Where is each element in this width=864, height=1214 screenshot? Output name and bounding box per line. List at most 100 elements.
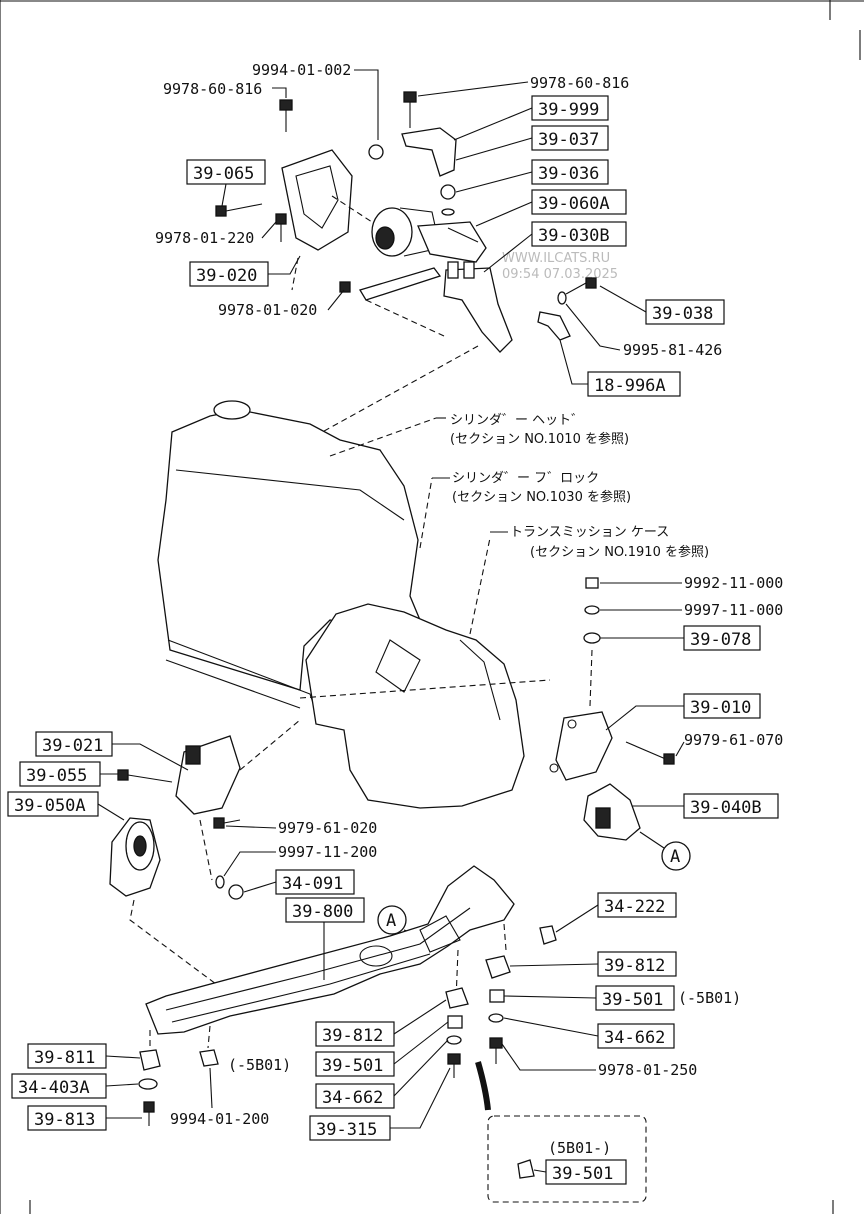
label-9997-11-000[interactable]: 9997-11-000 xyxy=(684,601,783,619)
svg-text:34-662: 34-662 xyxy=(604,1028,665,1048)
svg-text:39-050A: 39-050A xyxy=(14,796,86,816)
svg-text:39-040B: 39-040B xyxy=(690,798,762,818)
label-9995-81-426[interactable]: 9995-81-426 xyxy=(623,341,722,359)
label-9979-61-070[interactable]: 9979-61-070 xyxy=(684,731,783,749)
callout-34-222[interactable]: 34-222 xyxy=(555,892,677,933)
callout-39-065[interactable]: 39-065 xyxy=(186,159,266,207)
bolt-39-315 xyxy=(447,1053,461,1065)
callout-39-315[interactable]: 39-315 xyxy=(309,1067,451,1141)
svg-text:34-662: 34-662 xyxy=(322,1088,383,1108)
note-5B01-left: (-5B01) xyxy=(228,1056,291,1074)
reference-A-left: A xyxy=(386,911,396,931)
callout-39-812-left[interactable]: 39-812 xyxy=(315,999,447,1047)
callout-39-037[interactable]: 39-037 xyxy=(455,125,609,161)
inset-box xyxy=(487,1115,647,1203)
bushing-39-501-inset xyxy=(517,1159,535,1179)
callout-39-060A[interactable]: 39-060A xyxy=(475,189,627,227)
callout-34-403A[interactable]: 34-403A xyxy=(11,1073,139,1099)
callout-39-050A[interactable]: 39-050A xyxy=(7,791,125,821)
transmission-case xyxy=(305,603,525,809)
bolt-39-055 xyxy=(117,769,129,781)
callout-39-501-right[interactable]: 39-501 xyxy=(503,985,675,1011)
nut-9994-01-002 xyxy=(368,144,384,160)
bracket-39-999 xyxy=(401,127,457,177)
callout-39-812-right[interactable]: 39-812 xyxy=(509,951,677,977)
callout-39-038[interactable]: 39-038 xyxy=(599,285,725,325)
svg-text:39-811: 39-811 xyxy=(34,1048,95,1068)
label-9992-11-000[interactable]: 9992-11-000 xyxy=(684,574,783,592)
bolt-39-813 xyxy=(143,1101,155,1113)
bolt-9979-61-020 xyxy=(213,817,225,829)
svg-text:39-078: 39-078 xyxy=(690,630,751,650)
label-9978-60-816-right[interactable]: 9978-60-816 xyxy=(530,74,629,92)
washer-34-403A xyxy=(138,1078,158,1090)
callout-39-078[interactable]: 39-078 xyxy=(600,625,761,651)
bushing-39-812-right xyxy=(485,955,511,979)
label-9997-11-200[interactable]: 9997-11-200 xyxy=(278,843,377,861)
mount-39-040B xyxy=(583,783,641,841)
callout-34-662-left[interactable]: 34-662 xyxy=(315,1039,449,1109)
oil-filler-cap xyxy=(213,400,251,420)
washer-9995-81-426 xyxy=(557,291,567,305)
callout-18-996A[interactable]: 18-996A xyxy=(559,339,681,397)
svg-text:39-812: 39-812 xyxy=(604,956,665,976)
note-transmission-line2: (セクション NO.1910 を参照) xyxy=(530,544,709,560)
callout-39-501-inset[interactable]: 39-501 xyxy=(533,1159,627,1185)
reference-circle-A-right xyxy=(661,841,691,871)
note-cylinder-head-line1: シリンダ゛ー ヘット゛ xyxy=(450,413,584,428)
callout-39-036[interactable]: 39-036 xyxy=(455,159,609,193)
callout-39-800[interactable]: 39-800 xyxy=(285,897,365,980)
bolt-9978-60-816-right xyxy=(403,91,417,103)
label-9978-01-020[interactable]: 9978-01-020 xyxy=(218,301,317,319)
svg-text:34-403A: 34-403A xyxy=(18,1078,90,1098)
label-9994-01-200[interactable]: 9994-01-200 xyxy=(170,1110,269,1128)
svg-text:34-091: 34-091 xyxy=(282,874,343,894)
note-5B01-right: (-5B01) xyxy=(678,989,741,1007)
washer-9997-11-200 xyxy=(215,875,225,889)
svg-text:39-036: 39-036 xyxy=(538,164,599,184)
svg-text:39-813: 39-813 xyxy=(34,1110,95,1130)
nut-9994-01-200 xyxy=(199,1049,219,1067)
bolt-9978-60-816-left xyxy=(279,99,293,111)
bracket-39-010 xyxy=(555,711,613,781)
svg-text:39-812: 39-812 xyxy=(322,1026,383,1046)
bushing-39-501-center xyxy=(447,1015,463,1029)
callout-39-055[interactable]: 39-055 xyxy=(19,761,118,787)
label-9979-61-020[interactable]: 9979-61-020 xyxy=(278,819,377,837)
bolt-9978-01-220 xyxy=(275,213,287,225)
svg-text:39-038: 39-038 xyxy=(652,304,713,324)
svg-text:34-222: 34-222 xyxy=(604,897,665,917)
washer-34-662-center xyxy=(446,1035,462,1045)
callout-39-813[interactable]: 39-813 xyxy=(27,1105,142,1131)
bolt-9979-61-070 xyxy=(663,753,675,765)
callout-39-021[interactable]: 39-021 xyxy=(35,731,189,771)
callout-39-030B[interactable]: 39-030B xyxy=(483,221,627,273)
svg-text:39-021: 39-021 xyxy=(42,736,103,756)
stay-18-996A xyxy=(537,311,571,341)
svg-text:39-037: 39-037 xyxy=(538,130,599,150)
note-cylinder-head-line2: (セクション NO.1010 を参照) xyxy=(450,431,629,447)
svg-text:39-501: 39-501 xyxy=(322,1056,383,1076)
svg-text:18-996A: 18-996A xyxy=(594,376,666,396)
callout-39-010[interactable]: 39-010 xyxy=(605,693,761,731)
callout-34-091[interactable]: 34-091 xyxy=(243,869,355,895)
callout-39-020[interactable]: 39-020 xyxy=(189,255,301,287)
callout-39-040B[interactable]: 39-040B xyxy=(632,793,779,819)
nut-34-091 xyxy=(228,884,244,900)
callout-39-999[interactable]: 39-999 xyxy=(453,95,609,141)
callout-39-501-left[interactable]: 39-501 xyxy=(315,1021,449,1077)
reference-circle-A-left xyxy=(377,905,407,935)
label-9978-60-816-left[interactable]: 9978-60-816 xyxy=(163,80,262,98)
nut-39-036 xyxy=(440,184,456,200)
svg-text:39-315: 39-315 xyxy=(316,1120,377,1140)
callout-34-662-right[interactable]: 34-662 xyxy=(503,1017,675,1049)
label-9994-01-002[interactable]: 9994-01-002 xyxy=(252,61,351,79)
label-9978-01-220[interactable]: 9978-01-220 xyxy=(155,229,254,247)
callout-39-811[interactable]: 39-811 xyxy=(27,1043,141,1069)
svg-text:39-055: 39-055 xyxy=(26,766,87,786)
watermark-timestamp: 09:54 07.03.2025 xyxy=(502,267,618,282)
washer-34-662-right xyxy=(488,1013,504,1023)
label-9978-01-250[interactable]: 9978-01-250 xyxy=(598,1061,697,1079)
svg-text:39-800: 39-800 xyxy=(292,902,353,922)
